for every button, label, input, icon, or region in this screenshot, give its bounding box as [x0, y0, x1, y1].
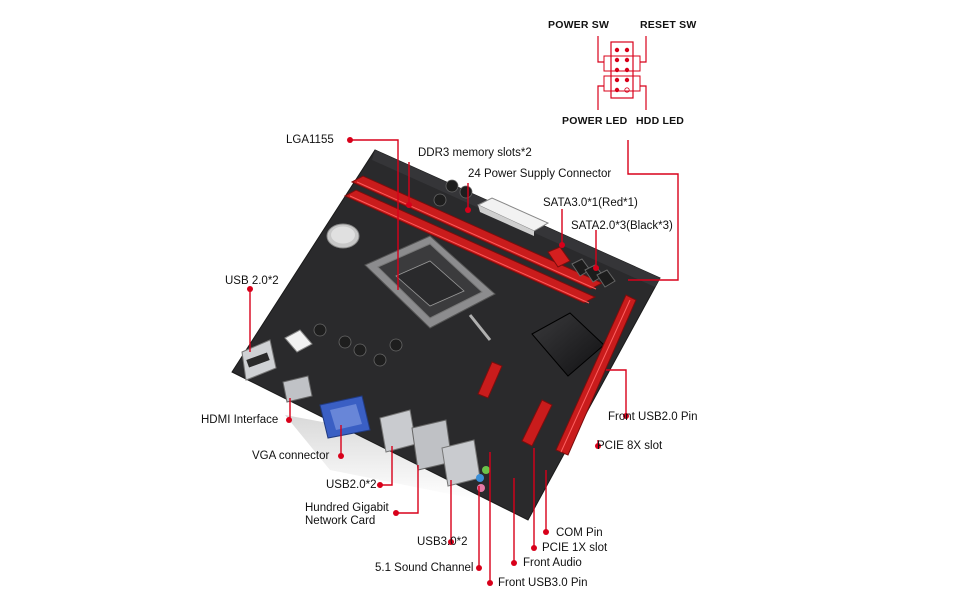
- usb2-rear-label: USB2.0*2: [326, 479, 377, 491]
- cpu-power-connector: [284, 329, 313, 353]
- rear-hdmi: [282, 375, 313, 403]
- ddr3-label: DDR3 memory slots*2: [418, 147, 532, 159]
- capacitors: [313, 179, 473, 367]
- front-usb2-label: Front USB2.0 Pin: [608, 411, 698, 423]
- lga1155-label: LGA1155: [286, 134, 334, 146]
- sata3-label: SATA3.0*1(Red*1): [543, 197, 638, 209]
- usb2-top-label: USB 2.0*2: [225, 275, 279, 287]
- callout-lines: [249, 139, 679, 583]
- pcie8x-label: PCIE 8X slot: [597, 440, 663, 452]
- front-panel-header-diagram: [597, 36, 647, 110]
- com-label: COM Pin: [556, 527, 603, 539]
- pcie-1x-slot-2: [477, 361, 503, 399]
- reset-sw-label: RESET SW: [640, 19, 697, 31]
- sata2-label: SATA2.0*3(Black*3): [571, 220, 673, 232]
- hdmi-label: HDMI Interface: [201, 414, 279, 426]
- atx24-label: 24 Power Supply Connector: [468, 168, 612, 180]
- power-sw-label: POWER SW: [548, 19, 610, 31]
- network-label-line1: Hundred Gigabit: [305, 502, 389, 514]
- rear-usb2: [379, 409, 417, 453]
- power-led-label: POWER LED: [562, 115, 628, 127]
- pcie-1x-slot: [521, 399, 553, 447]
- sata-ports: [547, 246, 616, 288]
- usb3-label: USB3.0*2: [417, 536, 468, 548]
- callout-dots: [247, 137, 629, 586]
- pcie1x-label: PCIE 1X slot: [542, 542, 608, 554]
- ddr3-slots: [343, 175, 604, 304]
- rear-vga: [319, 395, 371, 439]
- vga-label: VGA connector: [252, 450, 330, 462]
- network-label-line2: Network Card: [305, 515, 376, 527]
- hdd-led-label: HDD LED: [636, 115, 685, 127]
- front-audio-label: Front Audio: [523, 557, 582, 569]
- rear-usb3: [441, 439, 481, 487]
- sound-label: 5.1 Sound Channel: [375, 562, 474, 574]
- front-usb3-label: Front USB3.0 Pin: [498, 577, 588, 589]
